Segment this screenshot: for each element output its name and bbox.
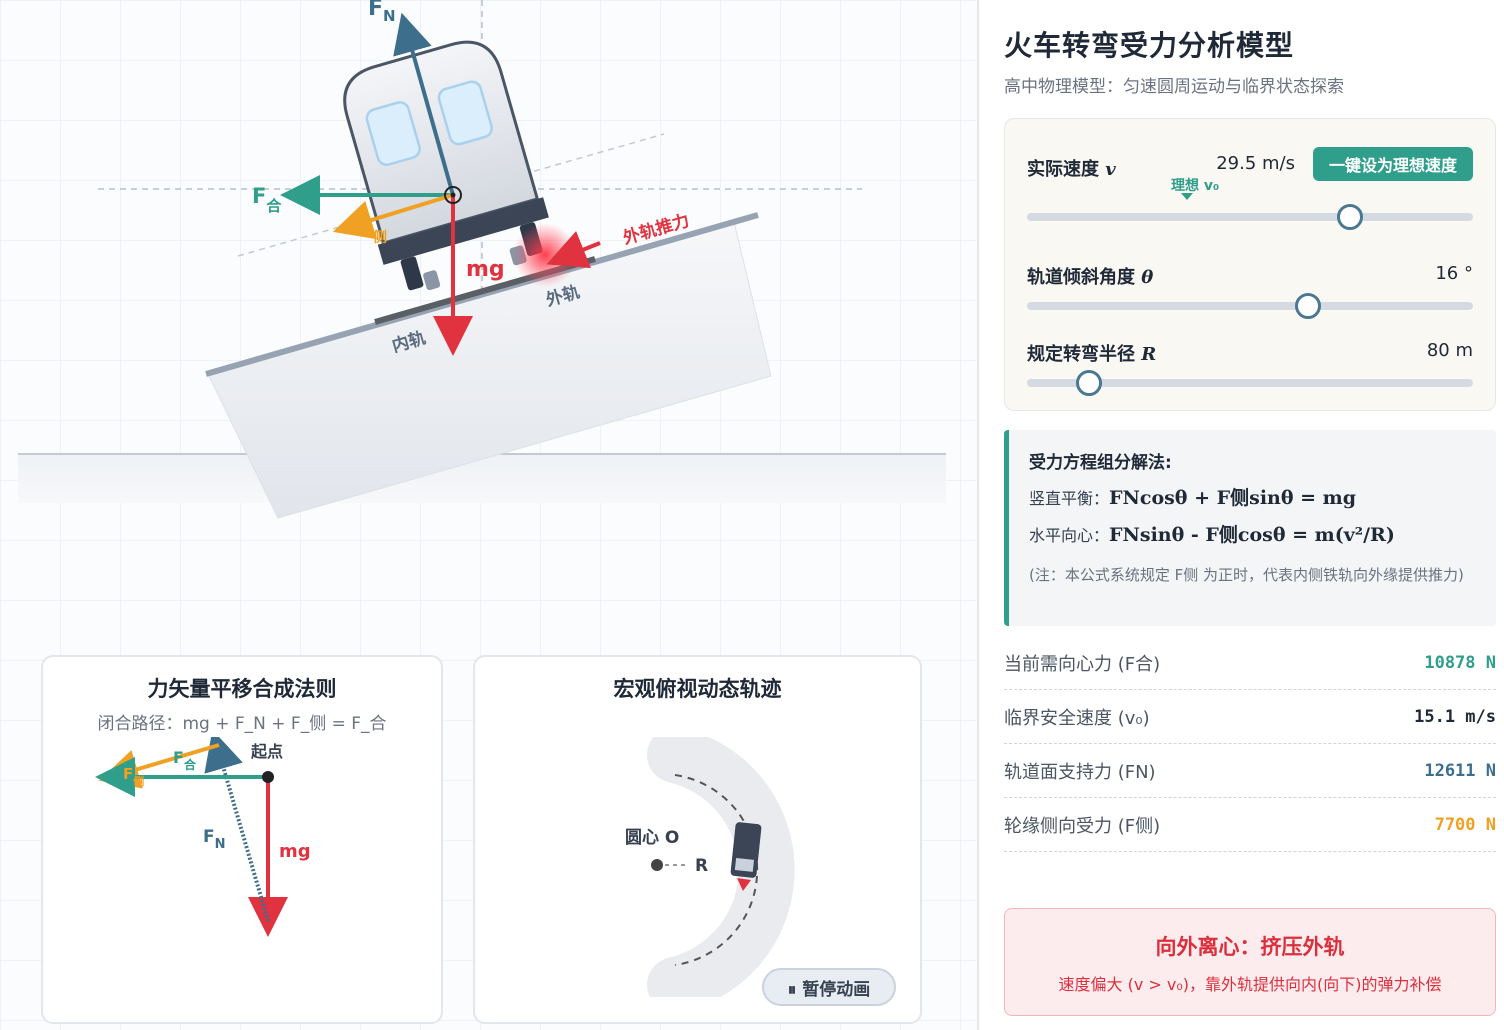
equations-title: 受力方程组分解法: (1029, 453, 1172, 473)
ground-band (18, 453, 946, 503)
vec-fce-label: F侧 (123, 765, 144, 788)
start-point (262, 771, 274, 783)
outer-push-arrow (546, 231, 601, 269)
radius-slider-thumb[interactable] (1076, 370, 1103, 396)
vector-composition-card: 力矢量平移合成法则 闭合路径：mg + F_N + F_侧 = F_合 起点 m… (41, 655, 443, 1024)
vec-fn (204, 737, 270, 922)
stat-row-critical-speed: 临界安全速度 (v₀) 15.1 m/s (1004, 690, 1496, 744)
vertical-equation: 竖直平衡：FNcosθ + F侧sinθ = mg (1029, 487, 1357, 509)
top-view-title: 宏观俯视动态轨迹 (613, 677, 782, 701)
stat-row-normal-force: 轨道面支持力 (FN) 12611 N (1004, 744, 1496, 798)
horizontal-equation: 水平向心：FNsinθ - F侧cosθ = m(v²/R) (1029, 524, 1395, 546)
status-text: 速度偏大 (v > v₀)，靠外轨提供向内(向下)的弹力补偿 (1058, 975, 1442, 994)
window-right (437, 80, 493, 146)
circle-center (651, 859, 663, 871)
vec-fhe-label: F合 (173, 748, 197, 772)
vector-triangle: 起点 mg FN F合 F侧 (95, 737, 311, 937)
normal-force-arrow (393, 12, 455, 196)
train-icon (730, 822, 762, 878)
panel-divider (977, 0, 979, 1030)
track-bed (205, 212, 759, 377)
page-subtitle: 高中物理模型：匀速圆周运动与临界状态探索 (1004, 77, 1344, 97)
ideal-speed-marker: 理想 v₀ (1171, 175, 1219, 200)
control-panel: 火车转弯受力分析模型 高中物理模型：匀速圆周运动与临界状态探索 实际速度 v 2… (979, 0, 1504, 1030)
stat-row-flange-force: 轮缘侧向受力 (F侧) 7700 N (1004, 798, 1496, 852)
track-centerline (674, 774, 759, 966)
speed-value: 29.5 m/s (1216, 153, 1295, 174)
vector-card-title: 力矢量平移合成法则 (147, 677, 337, 701)
track-ring (647, 737, 795, 997)
status-alert: 向外离心：挤压外轨 速度偏大 (v > v₀)，靠外轨提供向内(向下)的弹力补偿 (1004, 908, 1496, 1016)
vector-card-subtitle: 闭合路径：mg + F_N + F_侧 = F_合 (97, 714, 387, 734)
simulation-stage: FN F合 F侧 mg 内轨 外轨 外轨推力 力矢量平移合成法则 闭合路径：mg… (0, 0, 978, 1030)
equations-box: 受力方程组分解法: 竖直平衡：FNcosθ + F侧sinθ = mg 水平向心… (1004, 430, 1496, 626)
stat-row-net-force: 当前需向心力 (F合) 10878 N (1004, 636, 1496, 690)
angle-label: 轨道倾斜角度 θ (1027, 267, 1154, 288)
vec-mg-label: mg (279, 841, 311, 862)
fhe-label: F合 (252, 184, 282, 215)
radius-slider[interactable] (1027, 370, 1473, 396)
center-of-mass (444, 186, 462, 204)
pause-animation-button[interactable]: ⏸ 暂停动画 (762, 968, 896, 1006)
flange-force-arrow (332, 193, 454, 240)
fce-label: F侧 (360, 217, 387, 246)
train-car (343, 40, 549, 291)
window-left (365, 101, 421, 167)
top-view-card: 宏观俯视动态轨迹 圆心 O R ⏸ 暂停动画 (473, 655, 922, 1024)
radius-value: 80 m (1426, 340, 1473, 361)
mg-label: mg (466, 257, 505, 282)
vec-fn-label: FN (203, 827, 226, 852)
speed-slider[interactable] (1027, 204, 1473, 230)
fn-label: FN (368, 0, 396, 25)
status-title: 向外离心：挤压外轨 (1155, 935, 1345, 959)
radius-label-control: 规定转弯半径 R (1027, 344, 1157, 365)
stats-list: 当前需向心力 (F合) 10878 N 临界安全速度 (v₀) 15.1 m/s… (1004, 636, 1496, 852)
top-view-track: 圆心 O R (625, 737, 795, 997)
center-label: 圆心 O (625, 828, 679, 848)
undercarriage (377, 197, 549, 265)
angle-slider-thumb[interactable] (1294, 293, 1321, 319)
speed-label: 实际速度 v (1027, 159, 1116, 180)
radius-label: R (695, 856, 708, 876)
slider-controls: 实际速度 v 29.5 m/s 一键设为理想速度 理想 v₀ 轨道倾斜角度 θ … (1004, 118, 1496, 411)
page-title: 火车转弯受力分析模型 (1004, 29, 1295, 62)
angle-value: 16 ° (1435, 263, 1473, 284)
force-diagram: FN F合 F侧 mg 内轨 外轨 外轨推力 (18, 0, 946, 519)
equations-note: (注：本公式系统规定 F侧 为正时，代表内侧铁轨向外缘提供推力) (1029, 566, 1464, 584)
direction-marker (737, 878, 751, 891)
angle-slider[interactable] (1027, 293, 1473, 319)
set-ideal-speed-button[interactable]: 一键设为理想速度 (1313, 147, 1473, 181)
speed-slider-thumb[interactable] (1337, 204, 1364, 230)
start-label: 起点 (250, 742, 283, 761)
wheel-inner (400, 256, 424, 291)
